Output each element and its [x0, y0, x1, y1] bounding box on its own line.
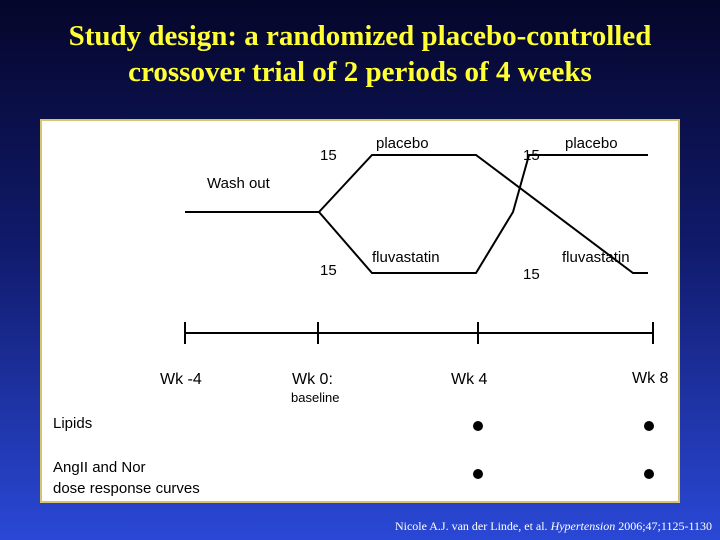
placebo-arm-line [318, 154, 648, 274]
tick-label-baseline: baseline [291, 390, 340, 405]
citation-ref: 2006;47;1125-1130 [615, 519, 712, 533]
tick-label-wk0: Wk 0: [292, 371, 333, 388]
period2-bottom-arm: fluvastatin [562, 249, 630, 266]
angii-dot-wk4 [473, 469, 483, 479]
period2-top-arm: placebo [565, 135, 618, 152]
lipids-dot-wk4 [473, 421, 483, 431]
tick-label-wk4: Wk 4 [451, 371, 488, 388]
angii-dot-wk8 [644, 469, 654, 479]
study-design-diagram: Wash out 15 placebo 15 fluvastatin 15 pl… [40, 119, 680, 503]
citation-authors: Nicole A.J. van der Linde, et al. [394, 519, 551, 533]
period1-top-count: 15 [320, 147, 337, 164]
period2-top-count: 15 [523, 147, 540, 164]
lipids-dot-wk8 [644, 421, 654, 431]
title-line-2: crossover trial of 2 periods of 4 weeks [128, 56, 592, 88]
diagram-lines [184, 154, 654, 479]
slide-title: Study design: a randomized placebo-contr… [0, 18, 720, 90]
tick-label-wk-minus4: Wk -4 [160, 371, 202, 388]
citation: Nicole A.J. van der Linde, et al. Hypert… [395, 519, 712, 534]
row-label-angii-line2: dose response curves [53, 480, 200, 497]
period1-bottom-arm: fluvastatin [372, 249, 440, 266]
washout-label: Wash out [207, 175, 270, 192]
title-line-1: Study design: a randomized placebo-contr… [68, 20, 652, 52]
row-label-angii-line1: AngII and Nor [53, 459, 146, 476]
fluvastatin-arm-line [318, 154, 648, 274]
period1-top-arm: placebo [376, 135, 429, 152]
period2-bottom-count: 15 [523, 266, 540, 283]
citation-journal: Hypertension [550, 519, 616, 533]
tick-label-wk8: Wk 8 [632, 370, 669, 387]
period1-bottom-count: 15 [320, 262, 337, 279]
row-label-lipids: Lipids [53, 415, 93, 432]
